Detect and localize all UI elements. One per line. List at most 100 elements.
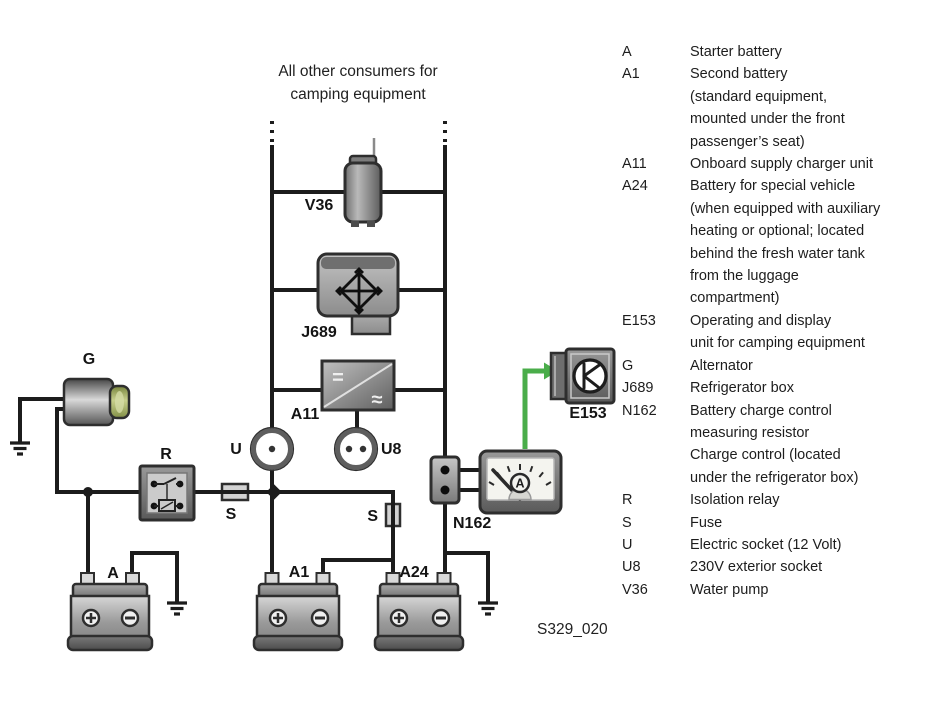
label-u8: U8 xyxy=(381,441,402,458)
legend-row: A11 Onboard supply charger unit xyxy=(622,153,934,175)
legend-code: U8 xyxy=(622,559,641,576)
legend-line: Fuse xyxy=(690,514,723,531)
legend-row: J689 Refrigerator box xyxy=(622,377,934,399)
legend-row: S Fuse xyxy=(622,512,934,534)
fuse-s1-symbol xyxy=(220,482,250,502)
alternator-symbol xyxy=(62,377,131,427)
relay-contacts xyxy=(154,477,180,512)
caption-line1: All other consumers for xyxy=(278,63,437,80)
legend-desc: Alternator xyxy=(690,355,934,377)
legend-row: N162 Battery charge control measuring resi… xyxy=(622,400,934,490)
ammeter-gauge-symbol: A xyxy=(478,449,563,515)
ground-icon xyxy=(478,601,498,616)
label-j689: J689 xyxy=(301,324,337,341)
legend-line: Water pump xyxy=(690,581,769,598)
legend-code: S xyxy=(622,514,632,531)
ground-icon xyxy=(167,601,187,616)
label-s1: S xyxy=(226,506,237,523)
relay-r-symbol xyxy=(138,464,196,522)
legend-line: 230V exterior socket xyxy=(690,559,823,576)
legend-line: (when equipped with auxiliary xyxy=(690,200,881,217)
label-v36: V36 xyxy=(305,197,334,214)
legend-line: Starter battery xyxy=(690,44,782,60)
label-r: R xyxy=(160,446,172,463)
alternator-ground-wire xyxy=(18,397,66,443)
legend-code: E153 xyxy=(622,312,656,329)
legend-desc: Second battery(standard equipment,mounte… xyxy=(690,63,934,153)
legend-row: U8 230V exterior socket xyxy=(622,556,934,578)
battery-a1-symbol xyxy=(252,572,344,652)
legend-row: A Starter battery xyxy=(622,41,934,63)
battery-a24-ground-wire xyxy=(443,551,490,603)
dc-symbol: = xyxy=(332,367,344,389)
ac-symbol: ≈ xyxy=(372,389,383,411)
legend-line: passenger’s seat) xyxy=(690,133,805,150)
legend-code: A xyxy=(622,44,632,60)
water-pump-v36-symbol xyxy=(343,138,383,227)
legend-code: A11 xyxy=(622,156,647,173)
battery-a24-symbol xyxy=(373,572,465,652)
label-a11: A11 xyxy=(291,406,320,423)
legend-line: Battery for special vehicle xyxy=(690,178,856,195)
label-s2: S xyxy=(367,508,378,525)
alternator-output-wire xyxy=(55,407,66,494)
snowflake-icon xyxy=(335,267,383,315)
label-n162: N162 xyxy=(453,515,491,532)
legend-code: J689 xyxy=(622,380,654,397)
ammeter-letter: A xyxy=(515,477,524,491)
label-g: G xyxy=(83,351,95,368)
legend-line: Battery charge control xyxy=(690,402,832,419)
junction-dot-center xyxy=(266,484,282,500)
legend-code: G xyxy=(622,357,634,374)
label-a24: A24 xyxy=(399,564,428,581)
legend-line: Alternator xyxy=(690,357,753,374)
legend-line: (standard equipment, xyxy=(690,88,828,105)
legend-code: A1 xyxy=(622,66,640,83)
label-e153: E153 xyxy=(569,405,606,422)
legend-desc: 230V exterior socket xyxy=(690,556,934,578)
control-unit-icon xyxy=(582,362,602,390)
legend-row: G Alternator xyxy=(622,355,934,377)
legend-line: behind the fresh water tank xyxy=(690,245,865,262)
legend-desc: Electric socket (12 Volt) xyxy=(690,534,934,556)
legend-line: Second battery xyxy=(690,66,788,83)
figure-code: S329_020 xyxy=(537,621,608,638)
legend-code: V36 xyxy=(622,581,648,598)
junction-dot-left xyxy=(83,487,93,497)
gauge-ticks xyxy=(488,464,552,486)
legend-line: from the luggage xyxy=(690,268,799,285)
legend-desc: Battery for special vehicle (when equippe… xyxy=(690,175,934,309)
refrigerator-j689-symbol xyxy=(316,252,400,336)
legend-line: Charge control (located xyxy=(690,447,841,464)
legend-code: U xyxy=(622,536,633,553)
signal-arrow-line xyxy=(522,368,544,449)
dc-ac-divider xyxy=(323,363,393,408)
legend-line: Operating and display xyxy=(690,312,832,329)
legend-line: Isolation relay xyxy=(690,492,780,509)
label-a1: A1 xyxy=(289,564,310,581)
battery-a-symbol xyxy=(66,572,154,652)
shunt-n162-symbol xyxy=(429,455,461,505)
label-a: A xyxy=(107,565,119,582)
legend-line: measuring resistor xyxy=(690,424,810,441)
legend-line: heating or optional; located xyxy=(690,223,865,240)
legend-desc: Isolation relay xyxy=(690,489,934,511)
legend-line: Refrigerator box xyxy=(690,380,794,397)
socket-u8-symbol xyxy=(333,426,379,472)
legend-line: Onboard supply charger unit xyxy=(690,156,873,173)
legend-code: A24 xyxy=(622,178,648,195)
legend-code: N162 xyxy=(622,402,657,419)
fuse-s2-symbol xyxy=(384,502,402,528)
legend-line: Electric socket (12 Volt) xyxy=(690,536,842,553)
legend-line: compartment) xyxy=(690,290,780,307)
caption-line2: camping equipment xyxy=(290,86,426,103)
battery-a-ground-wire xyxy=(130,551,179,603)
charger-a11-symbol: = ≈ xyxy=(320,359,396,412)
legend-row: V36 Water pump xyxy=(622,579,934,601)
